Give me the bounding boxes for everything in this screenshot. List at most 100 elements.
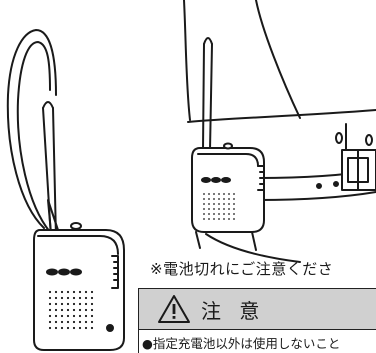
grille-dot (84, 326, 88, 330)
speaker-grille-right (203, 193, 235, 220)
grille-dot (54, 308, 58, 312)
grille-dot (203, 213, 205, 215)
grille-dot (90, 320, 94, 324)
grille-dot (66, 302, 70, 306)
grille-dot (233, 203, 235, 205)
grille-dot (60, 296, 64, 300)
grille-dot (208, 218, 210, 220)
grille-dot (78, 290, 82, 294)
grille-dot (60, 302, 64, 306)
grille-dot (78, 296, 82, 300)
grille-dot (84, 320, 88, 324)
grille-dot (48, 320, 52, 324)
grille-dot (213, 218, 215, 220)
speaker-grille-left (48, 290, 94, 330)
grille-dot (223, 213, 225, 215)
grille-dot (60, 326, 64, 330)
grille-dot (218, 208, 220, 210)
grille-dot (203, 198, 205, 200)
grille-dot (223, 218, 225, 220)
grille-dot (66, 296, 70, 300)
grille-dot (84, 308, 88, 312)
grille-dot (228, 213, 230, 215)
grille-dot (60, 290, 64, 294)
grille-dot (84, 314, 88, 318)
grille-dot (218, 203, 220, 205)
grille-dot (208, 203, 210, 205)
grille-dot (213, 208, 215, 210)
grille-dot (213, 203, 215, 205)
belt (187, 109, 376, 201)
grille-dot (54, 314, 58, 318)
grille-dot (48, 290, 52, 294)
grille-dot (213, 193, 215, 195)
grille-dot (72, 296, 76, 300)
grille-dot (48, 296, 52, 300)
grille-dot (223, 203, 225, 205)
grille-dot (72, 314, 76, 318)
wearer-silhouette (183, 0, 301, 263)
radio-body-right (191, 142, 265, 251)
grille-dot (218, 193, 220, 195)
grille-dot (90, 308, 94, 312)
grille-dot (66, 320, 70, 324)
grille-dot (84, 296, 88, 300)
grille-dot (48, 308, 52, 312)
grille-dot (54, 326, 58, 330)
grille-dot (90, 326, 94, 330)
grille-dot (203, 193, 205, 195)
grille-dot (223, 193, 225, 195)
grille-dot (228, 208, 230, 210)
belt-holes (316, 132, 373, 189)
grille-dot (78, 326, 82, 330)
grille-dot (72, 326, 76, 330)
grille-dot (54, 290, 58, 294)
grille-dot (233, 218, 235, 220)
caution-header: 注 意 (139, 289, 376, 330)
grille-dot (233, 193, 235, 195)
grille-dot (208, 193, 210, 195)
caution-title: 注 意 (201, 298, 266, 323)
grille-dot (78, 308, 82, 312)
grille-dot (223, 208, 225, 210)
grille-dot (60, 314, 64, 318)
grille-dot (66, 314, 70, 318)
grille-dot (203, 208, 205, 210)
grille-dot (78, 302, 82, 306)
grille-dot (72, 290, 76, 294)
grille-dot (54, 296, 58, 300)
grille-dot (218, 213, 220, 215)
grille-dot (218, 218, 220, 220)
warning-triangle-icon (158, 295, 190, 323)
grille-dot (233, 198, 235, 200)
grille-dot (223, 198, 225, 200)
grille-dot (84, 290, 88, 294)
grille-dot (72, 302, 76, 306)
grille-dot (228, 198, 230, 200)
grille-dot (54, 320, 58, 324)
grille-dot (213, 213, 215, 215)
grille-dot (72, 308, 76, 312)
indicator-lights-left (46, 268, 82, 276)
grille-dot (90, 314, 94, 318)
grille-dot (78, 314, 82, 318)
grille-dot (233, 208, 235, 210)
grille-dot (218, 198, 220, 200)
grille-dot (90, 290, 94, 294)
neck-strap (6, 29, 57, 233)
grille-dot (66, 290, 70, 294)
grille-dot (84, 302, 88, 306)
caution-item: ●指定充電池以外は使用しないこと (142, 336, 341, 351)
grille-dot (213, 198, 215, 200)
grille-dot (90, 296, 94, 300)
grille-dot (60, 320, 64, 324)
antenna-right (202, 37, 213, 151)
radio-body-left (33, 222, 125, 351)
grille-dot (60, 308, 64, 312)
antenna-left (42, 101, 63, 245)
grille-dot (233, 213, 235, 215)
grille-dot (203, 218, 205, 220)
grille-dot (208, 213, 210, 215)
grille-dot (54, 302, 58, 306)
